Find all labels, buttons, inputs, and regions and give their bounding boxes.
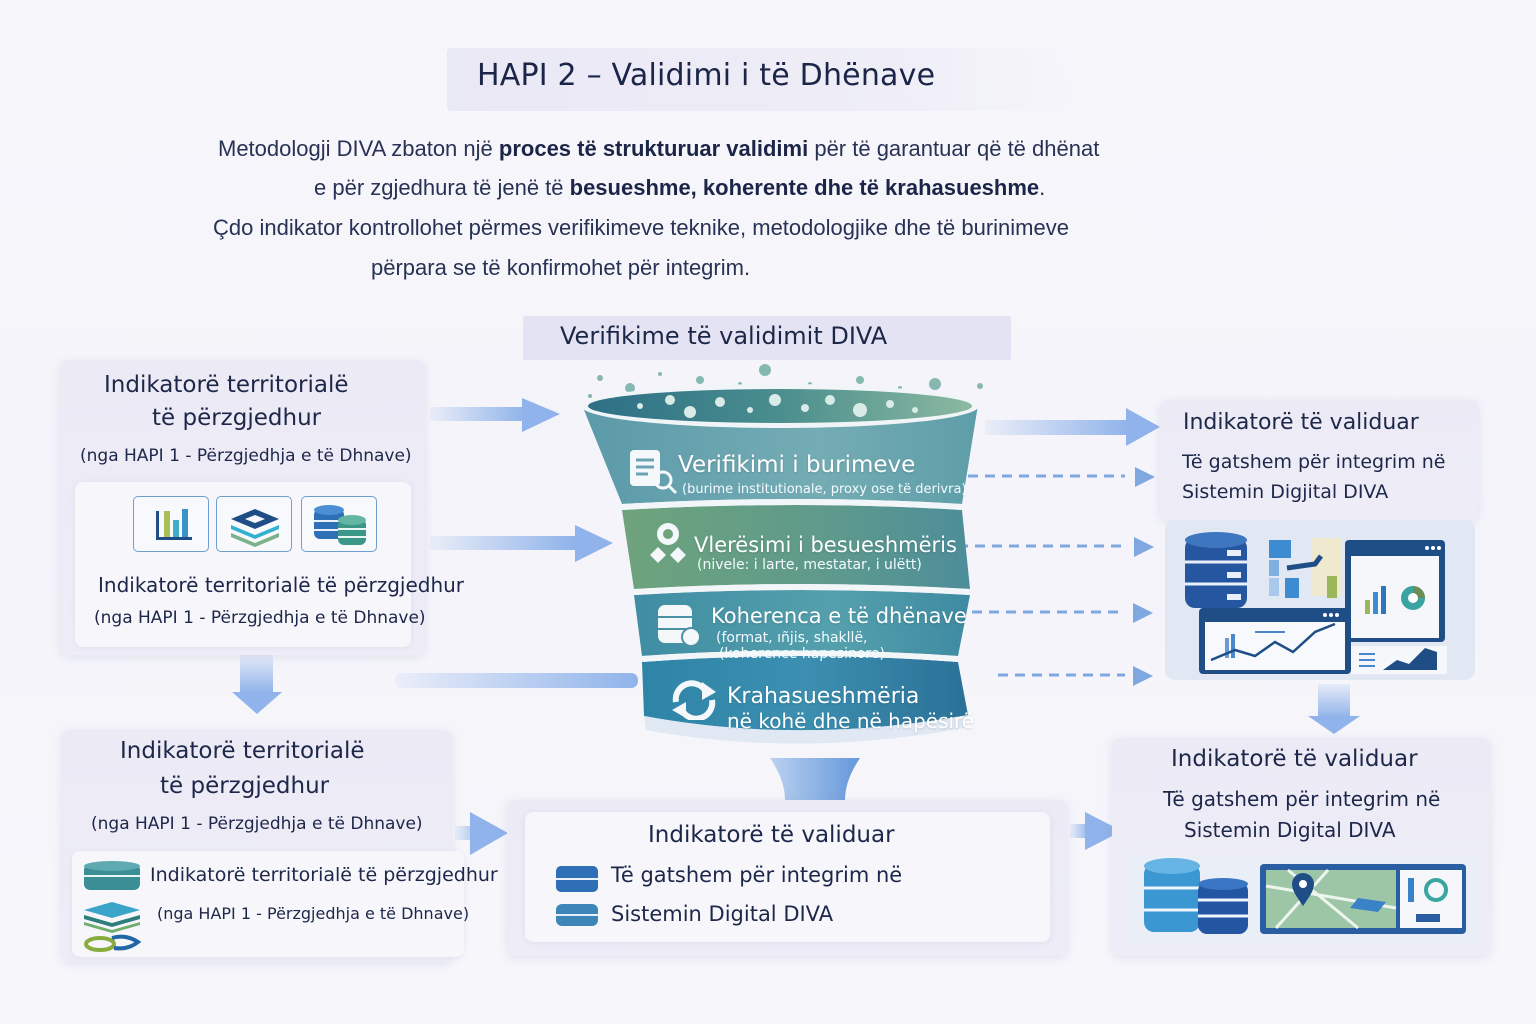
card-line-1: Të gatshem për integrim në — [611, 863, 903, 887]
bubbles-decoration — [588, 364, 983, 398]
stage-3-subtitle-2: (koherence hapesinore) — [719, 646, 885, 662]
stage-4-subtitle: në kohë dhe në hapësirë — [727, 709, 975, 733]
assessment-icon — [650, 523, 686, 563]
connector-bar — [395, 673, 638, 688]
card-line-2: Sistemin Digjital DIVA — [1182, 481, 1389, 503]
stage-4-title: Krahasueshmëria — [727, 684, 920, 709]
intro-text: e për zgjedhura të jenë të — [314, 175, 570, 200]
arrow-right-5 — [985, 408, 1160, 446]
card-line-2: Sistemin Digital DIVA — [611, 902, 834, 926]
dashed-arrow-4 — [998, 666, 1153, 686]
card-subtitle: (nga HAPI 1 - Përzgjedhja e të Dhnave) — [80, 446, 412, 466]
database-icon — [1144, 858, 1248, 934]
dashed-arrow-2 — [958, 537, 1154, 557]
funnel-band-4 — [642, 656, 968, 731]
funnel-band-1 — [582, 405, 978, 504]
inner-line-2: (nga HAPI 1 - Përzgjedhja e të Dhnave) — [94, 608, 426, 628]
intro-text: . — [1039, 175, 1046, 200]
arrow-right-1 — [430, 398, 560, 432]
intro-line-3: Çdo indikator kontrollohet përmes verifi… — [213, 215, 1069, 240]
card-title-line1: Indikatorë territorialë — [104, 372, 349, 398]
document-search-icon — [630, 450, 678, 495]
intro-line-2: e për zgjedhura të jenë të besueshme, ko… — [314, 175, 1045, 201]
inner-line-2: (nga HAPI 1 - Përzgjedhja e të Dhnave) — [157, 904, 470, 923]
area-chart-panel — [1351, 646, 1447, 674]
validation-funnel — [581, 364, 983, 820]
map-window — [1260, 864, 1466, 934]
intro-text: për të garantuar që të dhënat — [808, 136, 1100, 161]
stage-3-title: Koherenca e të dhënave — [711, 604, 967, 628]
card-title-line1: Indikatorë territorialë — [120, 738, 365, 764]
intro-text: Metodologji DIVA zbaton një — [218, 136, 499, 161]
arrow-right-2 — [430, 525, 613, 562]
database-icon — [556, 866, 598, 926]
inner-line-1: Indikatorë territorialë të përzgjedhur — [98, 573, 465, 597]
dashed-arrow-1 — [968, 467, 1155, 487]
intro-emphasis: proces të strukturuar validimi — [498, 136, 809, 161]
stage-1-subtitle: (burime institutionale, proxy ose të der… — [682, 482, 967, 497]
title-banner — [447, 48, 1087, 111]
funnel-band-2 — [622, 505, 970, 589]
dashed-arrow-3 — [972, 603, 1153, 623]
stage-3-subtitle: (format, ıñjis, shakllë, — [716, 630, 868, 646]
card-title: Indikatorë të validuar — [1183, 410, 1419, 435]
intro-line-1: Metodologji DIVA zbaton një proces të st… — [218, 136, 1099, 162]
card-title: Indikatorë të validuar — [648, 822, 895, 848]
intro-emphasis: besueshme, koherente dhe të krahasueshme — [569, 175, 1040, 200]
arrow-right-4 — [1070, 812, 1122, 850]
card-subtitle: (nga HAPI 1 - Përzgjedhja e të Dhnave) — [91, 814, 423, 834]
arrow-right-3 — [455, 812, 508, 855]
intro-line-4: përpara se të konfirmohet për integrim. — [371, 255, 751, 280]
database-icon — [1185, 532, 1247, 608]
card-line-1: Të gatshem për integrim në — [1182, 451, 1446, 473]
dashboard-illustration — [1165, 520, 1475, 680]
rim-bubbles — [637, 394, 918, 418]
arrow-down-left — [232, 655, 282, 714]
database-check-icon — [658, 605, 701, 647]
funnel-band-3 — [634, 590, 970, 656]
map-shapes-icon — [84, 934, 142, 952]
stage-1-title: Verifikimi i burimeve — [678, 452, 916, 478]
card-title-line2: të përzgjedhur — [160, 773, 330, 799]
card-inner-panel — [525, 812, 1050, 942]
layers-icon — [84, 902, 140, 933]
stage-2-subtitle: (nivele: i larte, mestatar, i ulëtt) — [697, 557, 922, 573]
map-pin-icon — [1292, 873, 1314, 906]
card-line-1: Të gatshem për integrim në — [1163, 787, 1441, 811]
database-icon — [301, 496, 377, 552]
database-icon — [84, 861, 142, 952]
inner-line-1: Indikatorë territorialë të përzgjedhur — [150, 864, 498, 886]
arrow-down-right — [1308, 684, 1360, 734]
stage-2-title: Vlerësimi i besueshmëris — [694, 533, 957, 557]
card-line-2: Sistemin Digital DIVA — [1184, 818, 1396, 842]
bar-chart-icon — [133, 496, 209, 552]
funnel-title: Verifikime të validimit DIVA — [560, 322, 888, 350]
validated-indicators-card-top — [1160, 400, 1478, 520]
layers-icon — [216, 496, 292, 552]
map-dashboard-illustration — [1128, 856, 1478, 944]
refresh-icon — [672, 680, 716, 720]
card-title: Indikatorë të validuar — [1171, 746, 1418, 772]
window-line-chart — [1199, 608, 1351, 674]
chart-tiles — [1269, 538, 1341, 598]
window-chart — [1345, 540, 1445, 642]
funnel-title-banner — [523, 316, 1011, 360]
card-title-line2: të përzgjedhur — [152, 405, 322, 431]
page-title: HAPI 2 – Validimi i të Dhënave — [477, 58, 936, 93]
